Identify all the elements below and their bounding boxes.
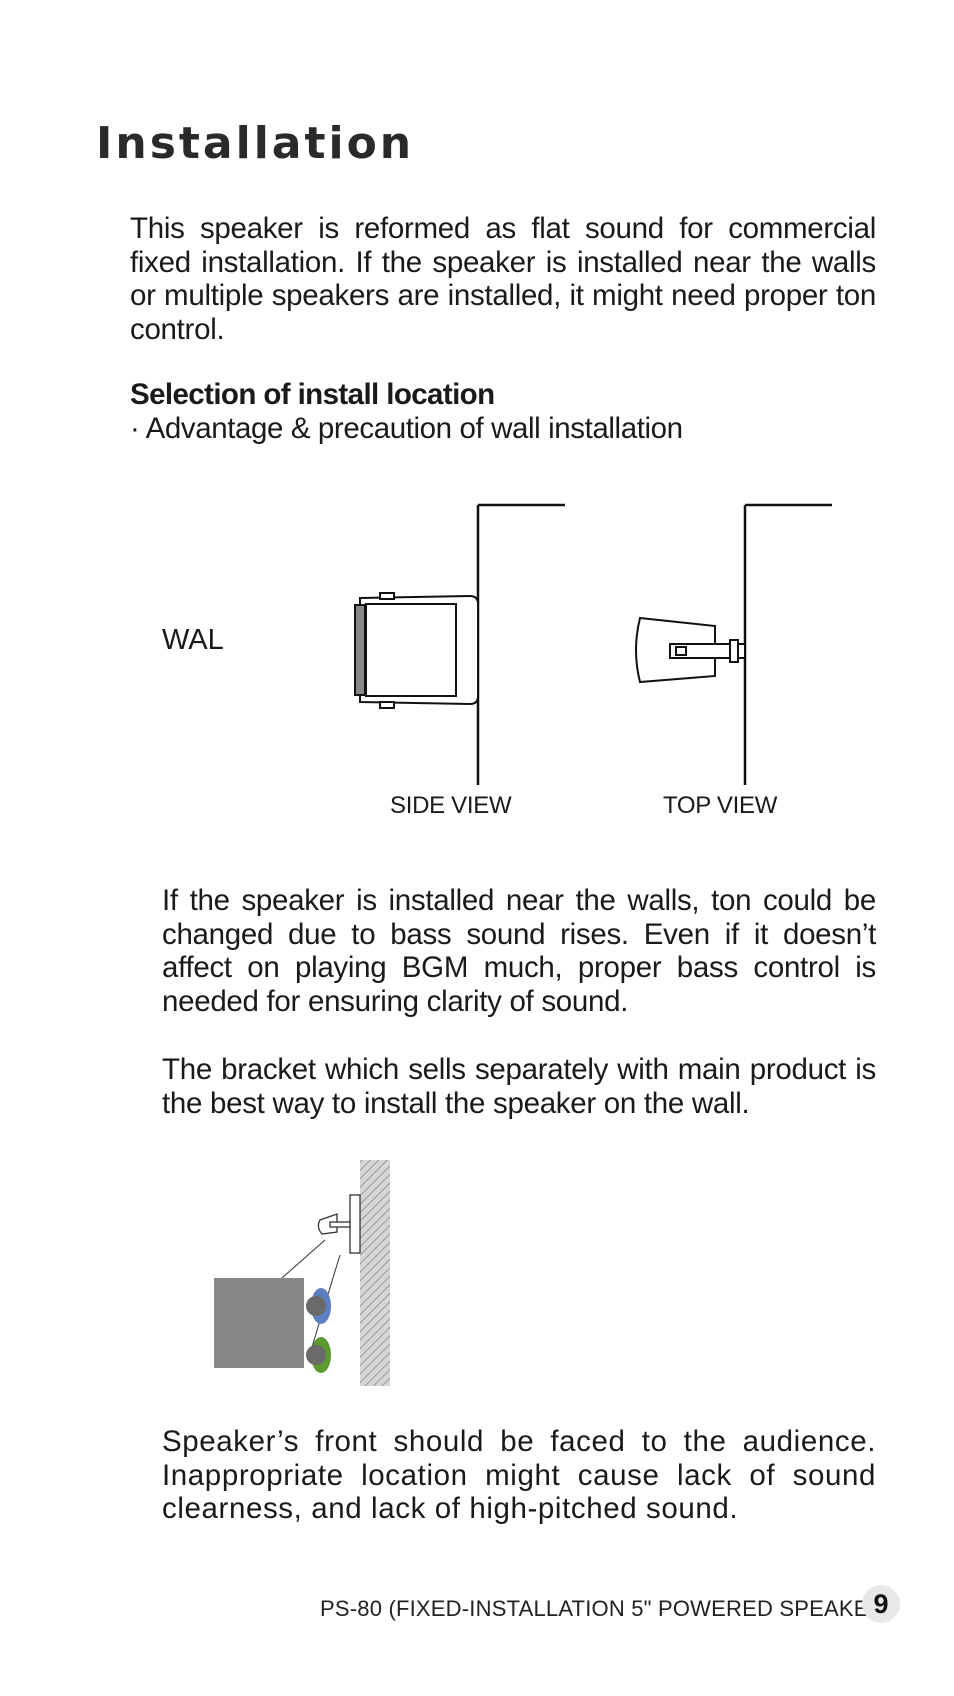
side-view-caption: SIDE VIEW	[390, 792, 512, 819]
wall-label: WAL	[162, 624, 224, 656]
top-view-caption: TOP VIEW	[663, 792, 778, 819]
footer-product: PS-80 (FIXED-INSTALLATION 5" POWERED SPE…	[320, 1596, 893, 1621]
audience-head-icon-green	[306, 1337, 331, 1373]
top-view-speaker-icon	[635, 616, 746, 684]
page-title: Installation	[96, 118, 414, 169]
intro-paragraph: This speaker is reformed as flat sound f…	[130, 212, 876, 346]
section-heading: Selection of install location	[130, 378, 495, 411]
front-paragraph: Speaker’s front should be faced to the a…	[162, 1425, 876, 1525]
bracket-paragraph: The bracket which sells separately with …	[162, 1053, 876, 1120]
audience-box	[214, 1278, 304, 1368]
side-view-diagram	[354, 503, 565, 785]
side-view-wall	[476, 503, 565, 785]
page-number: 9	[862, 1585, 900, 1623]
audience-head-icon-blue	[306, 1288, 331, 1324]
section-bullet: · Advantage & precaution of wall install…	[130, 412, 683, 445]
bass-paragraph: If the speaker is installed near the wal…	[162, 884, 876, 1018]
page-title-text: Installation	[96, 118, 415, 169]
hatched-wall	[360, 1160, 390, 1386]
top-view-wall	[743, 503, 832, 785]
side-view-speaker-icon	[354, 592, 479, 709]
top-view-diagram	[635, 503, 832, 785]
bracket-diagram	[214, 1160, 390, 1386]
mounted-speaker-icon	[317, 1194, 361, 1254]
